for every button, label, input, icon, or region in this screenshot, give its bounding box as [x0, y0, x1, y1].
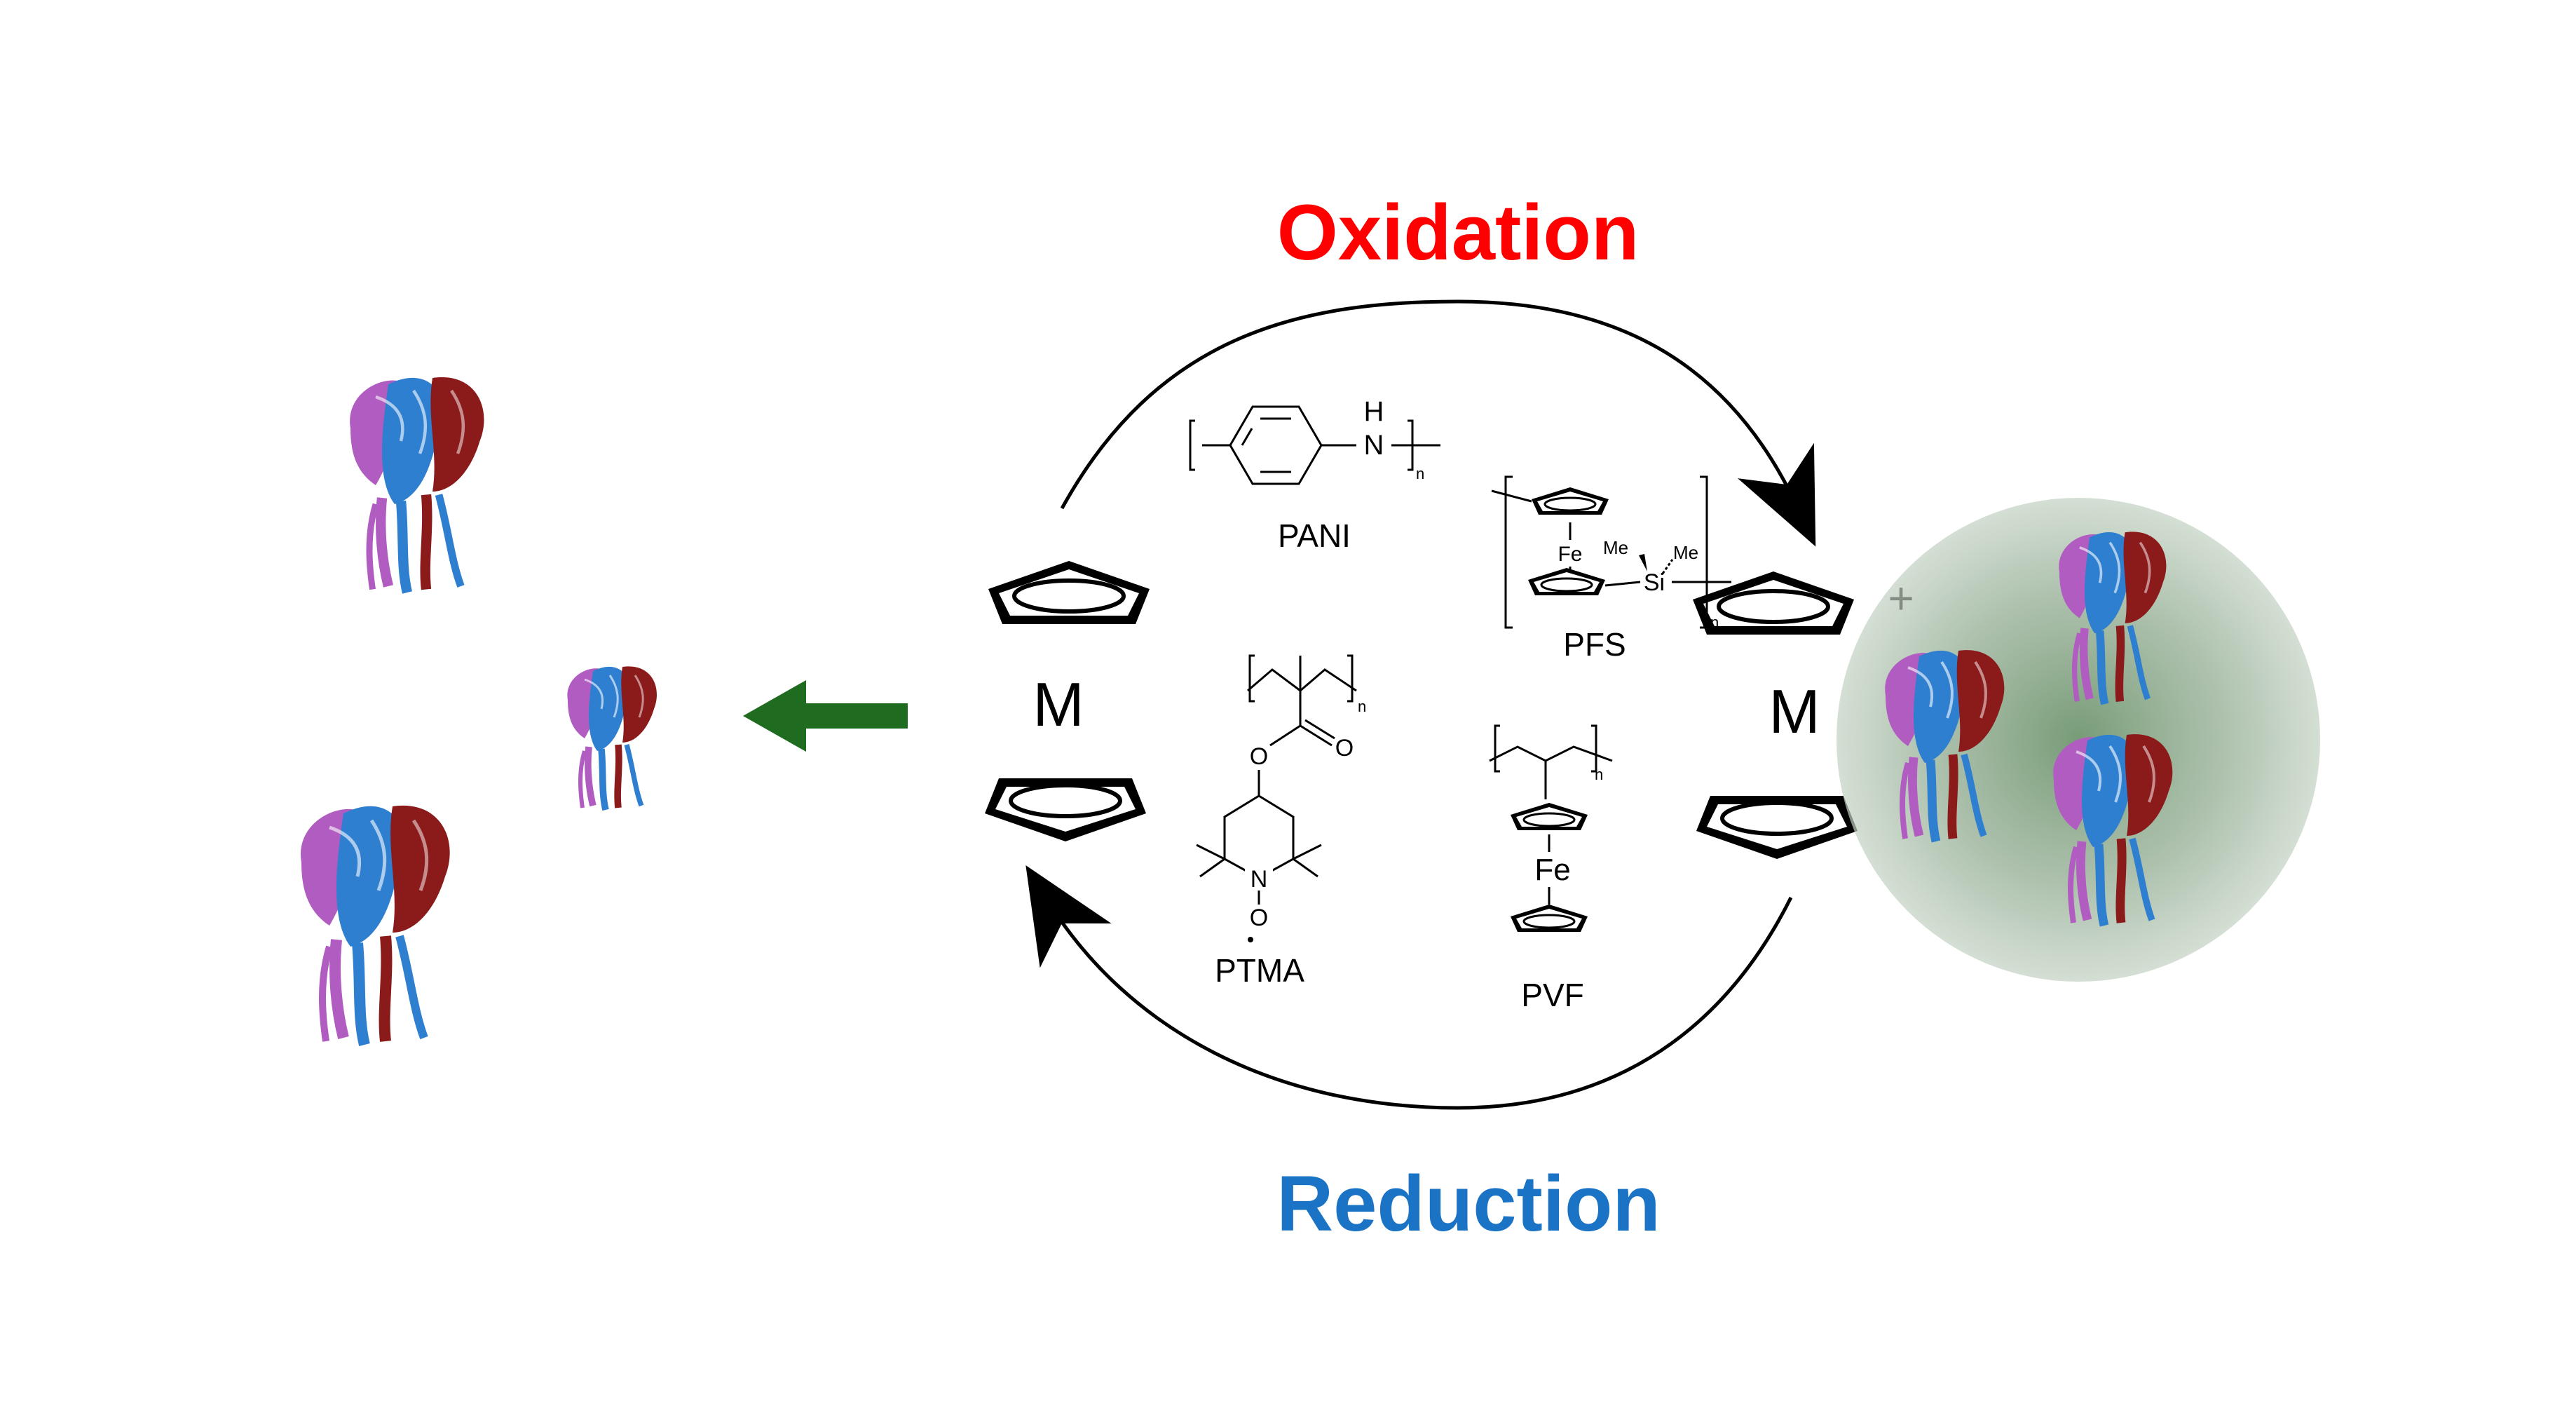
protein-released-1	[343, 377, 484, 593]
arrow-left-icon	[743, 680, 908, 752]
svg-text:Fe: Fe	[1558, 543, 1582, 566]
protein-released-3	[294, 805, 450, 1045]
svg-text:Me: Me	[1603, 537, 1628, 558]
svg-text:n: n	[1710, 614, 1719, 631]
svg-text:Me: Me	[1673, 542, 1698, 563]
metallocene-reduced: M	[985, 561, 1150, 841]
svg-text:n: n	[1595, 766, 1603, 783]
svg-text:H: H	[1364, 396, 1384, 427]
reduction-label: Reduction	[1276, 1160, 1661, 1247]
protein-released-2	[563, 666, 657, 810]
oxidation-label: Oxidation	[1277, 189, 1639, 276]
svg-text:Fe: Fe	[1534, 853, 1570, 887]
svg-text:N: N	[1364, 430, 1384, 461]
metal-label-right: M	[1769, 677, 1820, 746]
svg-text:n: n	[1416, 465, 1424, 482]
svg-text:O: O	[1250, 743, 1268, 770]
pani-structure: H N n PANI	[1189, 396, 1440, 554]
metal-label-left: M	[1033, 670, 1084, 739]
pfs-structure: Fe Si Me Me n PFS	[1491, 475, 1731, 663]
svg-text:Si: Si	[1644, 569, 1665, 596]
ptma-label: PTMA	[1215, 952, 1304, 989]
svg-text:O: O	[1335, 735, 1354, 761]
ptma-structure: n O O N O PTMA	[1196, 654, 1366, 989]
svg-text:O: O	[1250, 905, 1268, 931]
svg-text:n: n	[1358, 698, 1366, 715]
pani-label: PANI	[1278, 517, 1351, 554]
reduction-arrow	[1025, 865, 1793, 1110]
pfs-label: PFS	[1563, 626, 1626, 663]
oxidation-arrow	[1060, 299, 1816, 547]
svg-text:N: N	[1250, 866, 1268, 893]
pvf-label: PVF	[1521, 977, 1583, 1013]
pvf-structure: n Fe PVF	[1489, 724, 1613, 1013]
